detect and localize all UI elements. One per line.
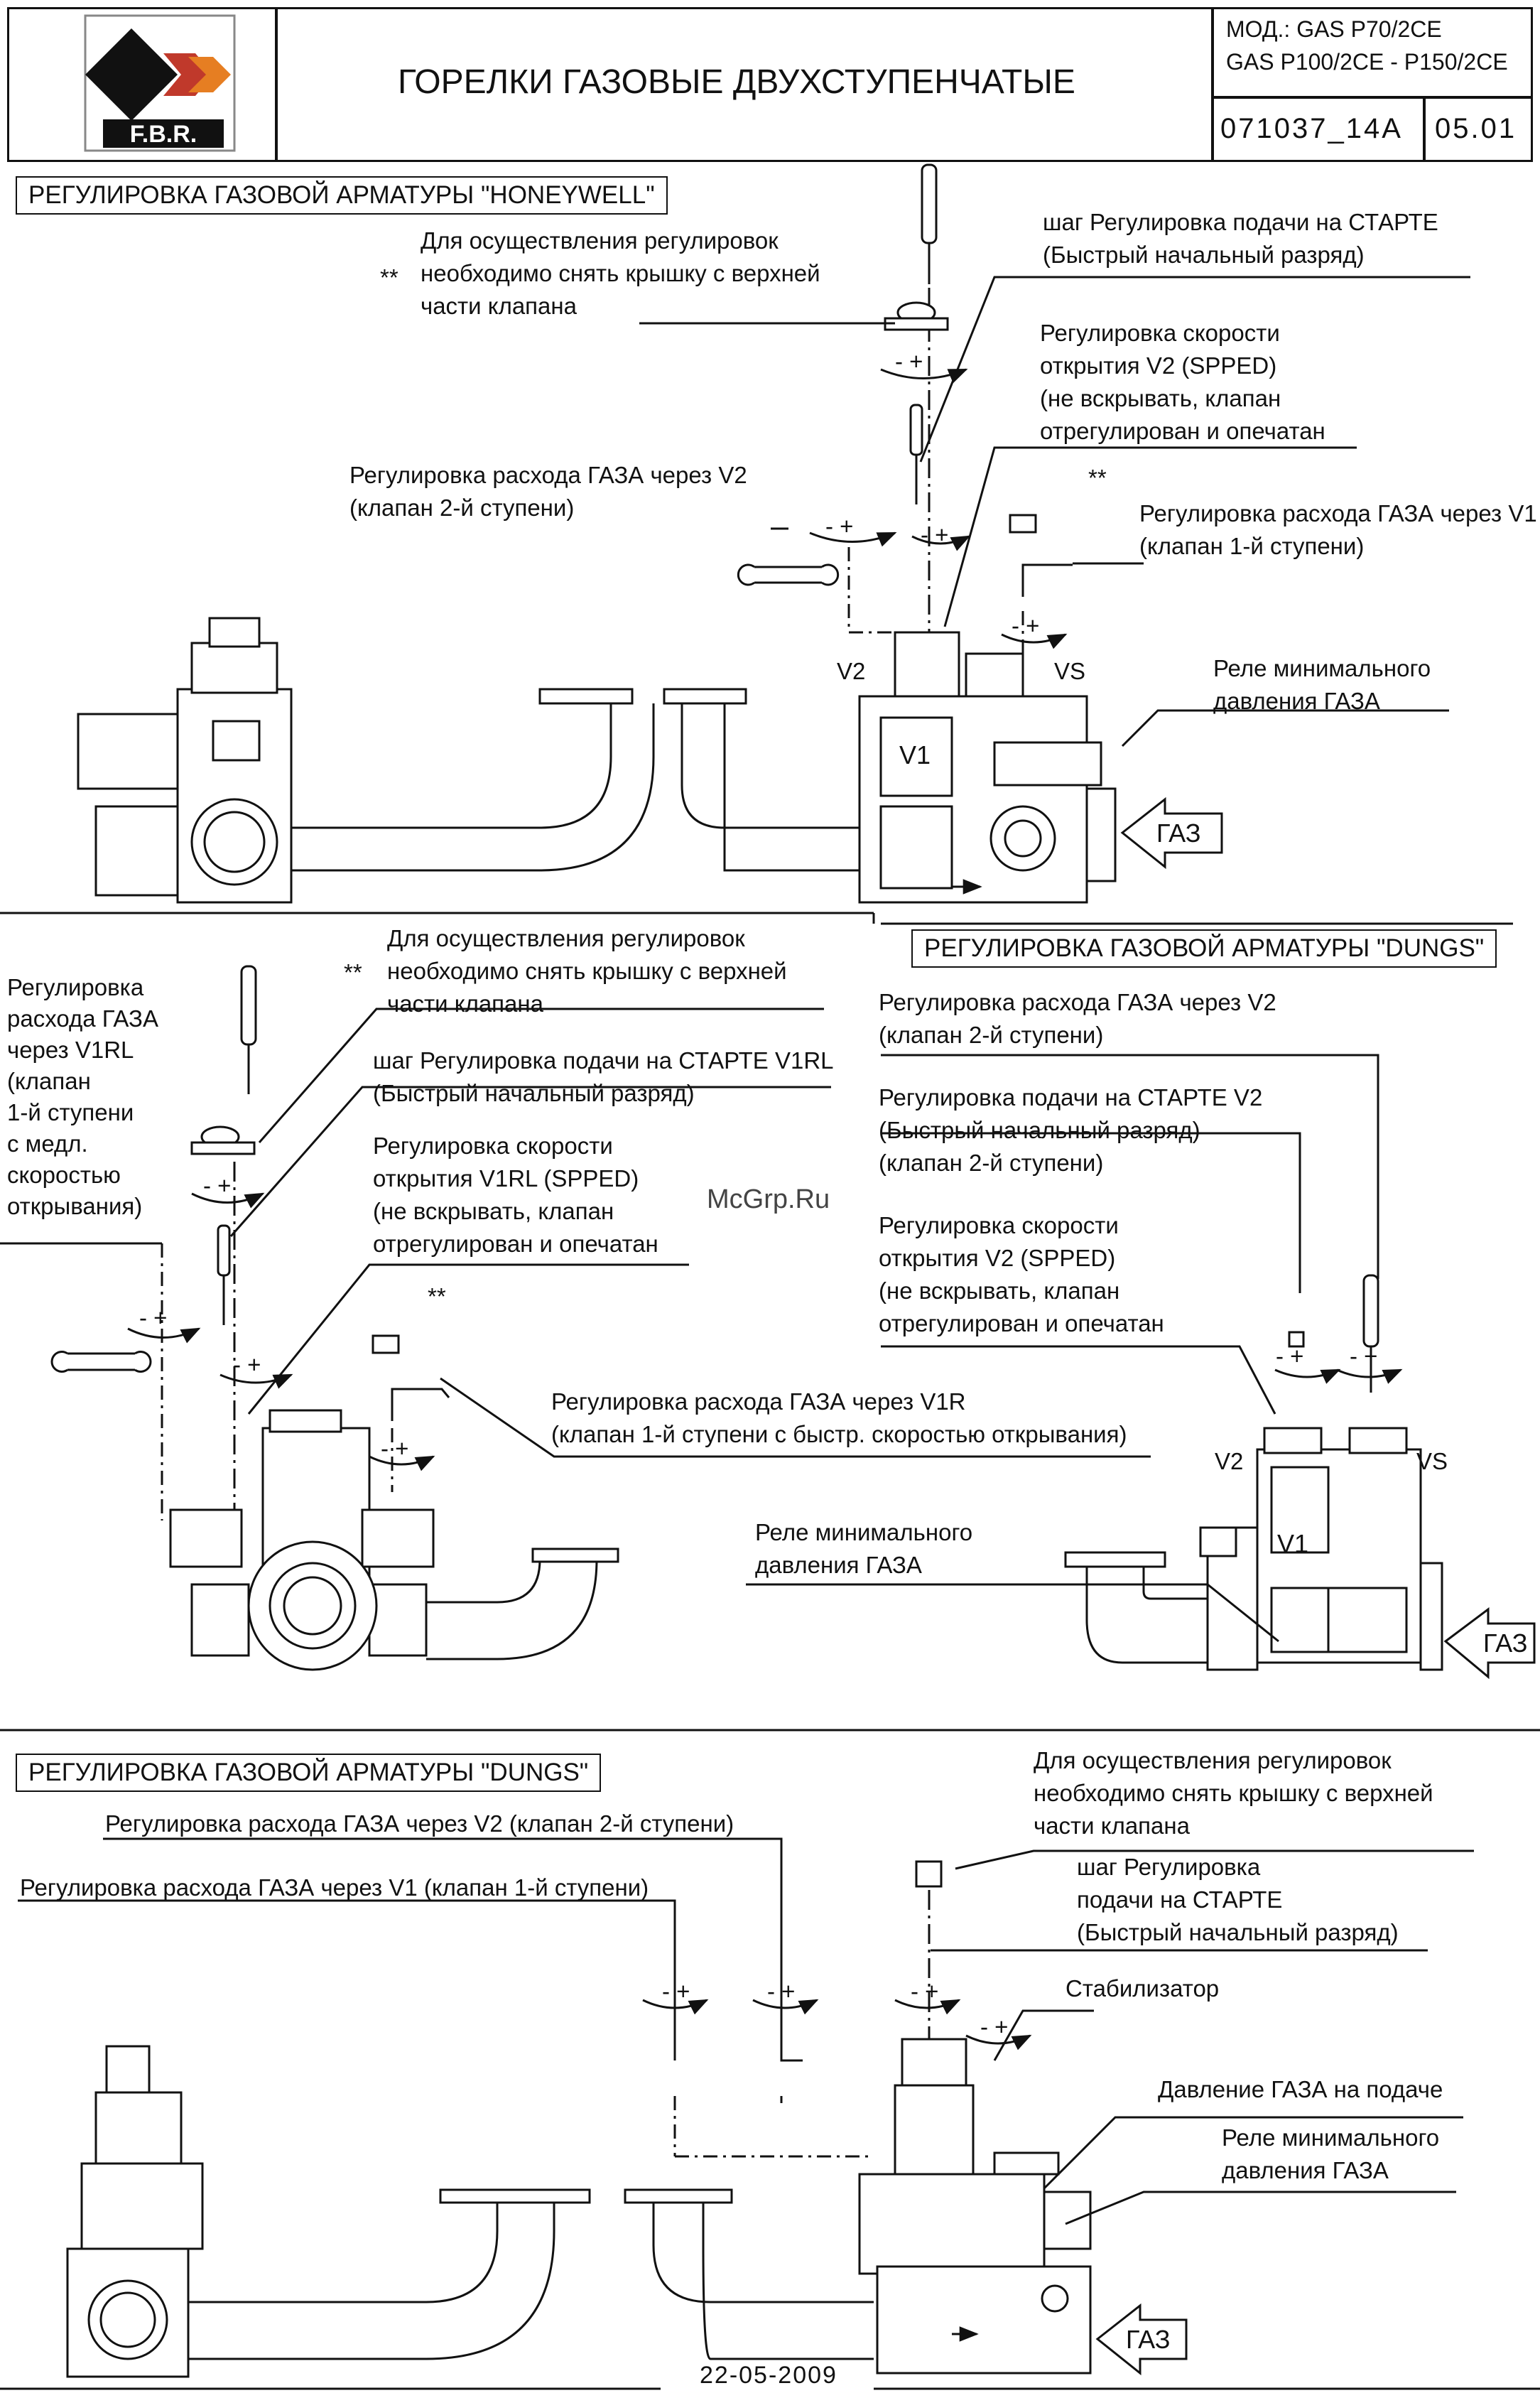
footer-date: 22-05-2009 bbox=[700, 2362, 837, 2389]
dungs1-pm-1: - + bbox=[1276, 1343, 1304, 1369]
dungs2-pm-3: - + bbox=[911, 1978, 939, 2004]
dungs2-relay: Реле минимального давления ГАЗА bbox=[1222, 2124, 1440, 2183]
dungs1-start-v2: Регулировка подачи на СТАРТЕ V2 (Быстрый… bbox=[879, 1084, 1263, 1176]
gas-label-3: ГАЗ bbox=[1126, 2325, 1171, 2354]
dungs2-stabilizer: Стабилизатор bbox=[1065, 1975, 1220, 2002]
hw-v1-flow: Регулировка расхода ГАЗА через V1 (клапа… bbox=[1139, 500, 1537, 559]
hw2-v1r-mark: ** bbox=[428, 1283, 446, 1309]
dungs2-pm-2: - + bbox=[767, 1978, 796, 2004]
allen-key-icon bbox=[1009, 514, 1073, 597]
dungs1-pm-2: - + bbox=[1350, 1343, 1378, 1369]
allen-key-icon-2 bbox=[372, 1334, 450, 1421]
gas-arrow-1 bbox=[1120, 796, 1223, 870]
dungs2-pm-4: - + bbox=[980, 2014, 1009, 2040]
hw-label-v1: V1 bbox=[899, 740, 931, 769]
hw2-cover-note: Для осуществления регулировок необходимо… bbox=[387, 925, 787, 1017]
hw-label-v2: V2 bbox=[837, 658, 866, 684]
header-rev-cell bbox=[1424, 97, 1533, 162]
watermark: McGrp.Ru bbox=[707, 1184, 830, 1214]
dungs1-speed: Регулировка скорости открытия V2 (SPPED)… bbox=[879, 1212, 1164, 1336]
screwdriver-icon-3 bbox=[1362, 1274, 1379, 1393]
hw-pm-2: - + bbox=[825, 513, 854, 539]
hw2-cover-mark: ** bbox=[344, 959, 362, 985]
pipe-elbow-3 bbox=[1064, 1551, 1208, 1664]
hw-cover-note: Для осуществления регулировок необходимо… bbox=[421, 227, 820, 319]
hw-start-step: шаг Регулировка подачи на СТАРТЕ (Быстры… bbox=[1043, 209, 1438, 268]
gas-arrow-3 bbox=[1095, 2303, 1188, 2376]
page-title: ГОРЕЛКИ ГАЗОВЫЕ ДВУХСТУПЕНЧАТЫЕ bbox=[398, 63, 1075, 101]
hw2-pm-2: - + bbox=[139, 1304, 168, 1331]
wrench-icon-2 bbox=[50, 1351, 152, 1373]
gas-label-2: ГАЗ bbox=[1483, 1628, 1528, 1658]
hw2-pm-1: - + bbox=[203, 1172, 232, 1199]
section-title-dungs-1: РЕГУЛИРОВКА ГАЗОВОЙ АРМАТУРЫ "DUNGS" bbox=[911, 929, 1497, 968]
dungs-valve-right bbox=[858, 2038, 1092, 2375]
logo-text: F.B.R. bbox=[130, 121, 197, 148]
pipe-elbow-left bbox=[291, 688, 655, 872]
dungs2-cover-note: Для осуществления регулировок необходимо… bbox=[1034, 1747, 1433, 1839]
section-title-honeywell: РЕГУЛИРОВКА ГАЗОВОЙ АРМАТУРЫ "HONEYWELL" bbox=[16, 176, 668, 215]
dungs-valve-left bbox=[66, 2045, 204, 2378]
dungs1-label-vs: VS bbox=[1416, 1448, 1448, 1474]
revision: 05.01 bbox=[1435, 113, 1517, 144]
model-line-1: МОД.: GAS P70/2CE bbox=[1226, 16, 1442, 42]
pipe-elbow-right bbox=[663, 688, 870, 872]
small-screwdriver-icon-2 bbox=[217, 1224, 231, 1325]
hw2-start-step: шаг Регулировка подачи на СТАРТЕ V1RL (Б… bbox=[373, 1047, 834, 1106]
pipe-elbow-2 bbox=[426, 1547, 619, 1660]
model-line-2: GAS P100/2CE - P150/2CE bbox=[1226, 49, 1508, 75]
dungs2-pressure: Давление ГАЗА на подаче bbox=[1158, 2076, 1443, 2102]
hw2-side-note: Регулировка расхода ГАЗА через V1RL (кла… bbox=[7, 974, 158, 1219]
hw-v1-mark: ** bbox=[1088, 465, 1107, 491]
fbr-logo: F.B.R. bbox=[84, 14, 236, 152]
dungs2-pm-1: - + bbox=[662, 1978, 690, 2004]
honeywell-valve-left bbox=[77, 617, 293, 904]
small-screwdriver-icon bbox=[909, 404, 923, 504]
pipe-elbow-4 bbox=[188, 2188, 874, 2360]
dungs1-relay: Реле минимального давления ГАЗА bbox=[755, 1519, 973, 1578]
hw-speed: Регулировка скорости открытия V2 (SPPED)… bbox=[1040, 320, 1325, 444]
hw-v2-flow: Регулировка расхода ГАЗА через V2 (клапа… bbox=[349, 462, 747, 521]
cover-cap-icon-2 bbox=[190, 1125, 256, 1155]
hw2-pm-4: - + bbox=[381, 1435, 409, 1462]
hw-pm-4: - + bbox=[1012, 612, 1040, 639]
hw-relay: Реле минимального давления ГАЗА bbox=[1213, 655, 1431, 714]
hw-cover-mark: ** bbox=[380, 264, 398, 291]
honeywell-valve-right bbox=[858, 631, 1117, 904]
dungs2-v1-flow: Регулировка расхода ГАЗА через V1 (клапа… bbox=[20, 1874, 649, 1901]
dungs2-start-step: шаг Регулировка подачи на СТАРТЕ (Быстры… bbox=[1077, 1854, 1399, 1945]
wrench-icon bbox=[737, 563, 840, 586]
screwdriver-icon bbox=[921, 163, 938, 284]
gas-arrow-2 bbox=[1443, 1607, 1536, 1680]
gas-label-1: ГАЗ bbox=[1156, 819, 1201, 848]
hw2-pm-3: - + bbox=[233, 1351, 261, 1378]
dungs1-label-v1: V1 bbox=[1277, 1529, 1309, 1558]
dungs1-label-v2: V2 bbox=[1215, 1448, 1244, 1474]
doc-number: 071037_14A bbox=[1220, 113, 1403, 144]
hw-pm-3: - + bbox=[921, 522, 949, 548]
honeywell-v1rl-valve bbox=[169, 1409, 435, 1671]
hw2-speed: Регулировка скорости открытия V1RL (SPPE… bbox=[373, 1133, 658, 1257]
hw-pm-1: - + bbox=[895, 348, 923, 374]
section-title-dungs-2: РЕГУЛИРОВКА ГАЗОВОЙ АРМАТУРЫ "DUNGS" bbox=[16, 1754, 602, 1792]
dungs2-v2-flow: Регулировка расхода ГАЗА через V2 (клапа… bbox=[105, 1810, 734, 1837]
screwdriver-icon-2 bbox=[240, 965, 257, 1094]
hw-label-vs: VS bbox=[1054, 658, 1086, 684]
dungs1-v2-flow: Регулировка расхода ГАЗА через V2 (клапа… bbox=[879, 989, 1276, 1048]
cover-cap-icon bbox=[884, 301, 949, 331]
hw2-v1r-flow: Регулировка расхода ГАЗА через V1R (клап… bbox=[551, 1388, 1127, 1447]
